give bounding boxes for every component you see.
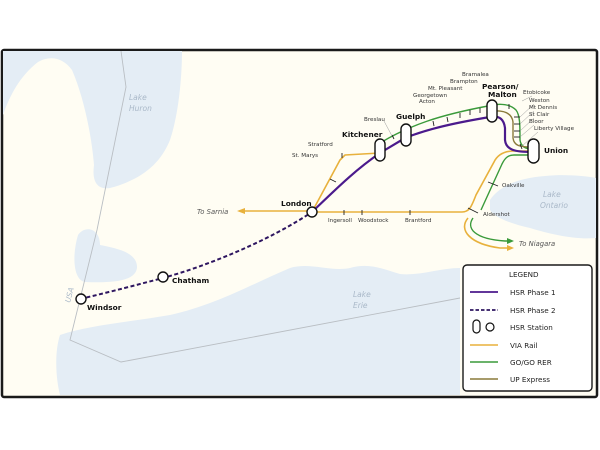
woodstock-label: Woodstock	[358, 218, 389, 224]
breslau-label: Breslau	[364, 117, 385, 123]
legend-item-up: UP Express	[510, 375, 550, 384]
lake-erie-label-2: Erie	[353, 301, 368, 310]
lake-st-clair	[74, 229, 138, 283]
legend-title: LEGEND	[509, 270, 539, 279]
to-sarnia-label: To Sarnia	[197, 208, 228, 216]
lake-erie	[56, 265, 460, 395]
via-rail-lines	[245, 150, 532, 249]
london-station-icon[interactable]	[306, 206, 318, 218]
lake-ontario-label-1: Lake	[543, 190, 561, 199]
chatham-station-icon[interactable]	[157, 271, 169, 283]
water-bodies	[3, 51, 596, 395]
lake-huron	[3, 51, 182, 189]
usa-label: USA	[63, 286, 76, 303]
ingersoll-label: Ingersoll	[328, 218, 352, 224]
hsr-phase-1-line	[311, 115, 533, 213]
guelph-label: Guelph	[396, 112, 425, 121]
london-label: London	[281, 199, 312, 208]
pearson-station-icon[interactable]	[486, 99, 498, 123]
hsr-station-icons	[75, 99, 540, 305]
go-rer-lines	[379, 103, 533, 242]
kitchener-station-icon[interactable]	[374, 138, 386, 162]
legend: LEGEND HSR Phase 1 HSR Phase 2 HSR Stati…	[462, 264, 593, 392]
legend-item-hsr-phase2: HSR Phase 2	[510, 306, 556, 315]
chatham-label: Chatham	[172, 276, 209, 285]
pearson-label-2: Malton	[488, 90, 517, 99]
lake-huron-label-2: Huron	[129, 104, 152, 113]
lake-erie-label-1: Lake	[353, 290, 371, 299]
brampton-label: Brampton	[450, 79, 478, 85]
liberty-village-label: Liberty Village	[534, 126, 575, 132]
aldershot-label: Aldershot	[483, 212, 511, 218]
mt-pleasant-label: Mt. Pleasant	[428, 86, 463, 92]
union-station-icon[interactable]	[527, 138, 540, 164]
union-label: Union	[544, 146, 568, 155]
bloor-label: Bloor	[529, 119, 544, 125]
lake-ontario	[490, 175, 596, 239]
acton-label: Acton	[419, 99, 435, 105]
windsor-station-icon[interactable]	[75, 293, 87, 305]
station-ticks	[329, 104, 523, 215]
legend-box	[462, 264, 593, 392]
mt-dennis-label: Mt Dennis	[529, 105, 557, 111]
st-marys-label: St. Marys	[292, 153, 318, 159]
st-clair-label: St Clair	[529, 112, 550, 118]
etobicoke-label: Etobicoke	[523, 90, 551, 96]
us-canada-border	[69, 50, 461, 363]
weston-label: Weston	[529, 98, 550, 104]
lake-ontario-label-2: Ontario	[540, 201, 568, 210]
to-niagara-label: To Niagara	[519, 240, 555, 248]
kitchener-label: Kitchener	[342, 130, 383, 139]
pearson-label-1: Pearson/	[482, 82, 519, 91]
niagara-arrow-yellow-icon	[507, 245, 514, 251]
sarnia-arrow-icon	[237, 208, 245, 214]
oakville-label: Oakville	[502, 183, 525, 189]
windsor-label: Windsor	[87, 303, 122, 312]
leader-lines	[383, 95, 539, 147]
legend-item-via: VIA Rail	[510, 341, 537, 350]
stratford-label: Stratford	[308, 142, 333, 148]
guelph-station-icon[interactable]	[400, 123, 412, 147]
lake-huron-label-1: Lake	[129, 93, 147, 102]
georgetown-label: Georgetown	[413, 93, 448, 99]
up-express-line	[491, 110, 533, 148]
legend-circle-station-icon	[485, 322, 495, 332]
legend-item-hsr-phase1: HSR Phase 1	[510, 288, 556, 297]
bramalea-label: Bramalea	[462, 72, 489, 78]
brantford-label: Brantford	[405, 218, 432, 224]
legend-item-go: GO/GO RER	[510, 358, 552, 367]
legend-capsule-station-icon	[472, 319, 481, 334]
legend-item-hsr-station: HSR Station	[510, 323, 553, 332]
niagara-arrow-green-icon	[507, 238, 514, 244]
